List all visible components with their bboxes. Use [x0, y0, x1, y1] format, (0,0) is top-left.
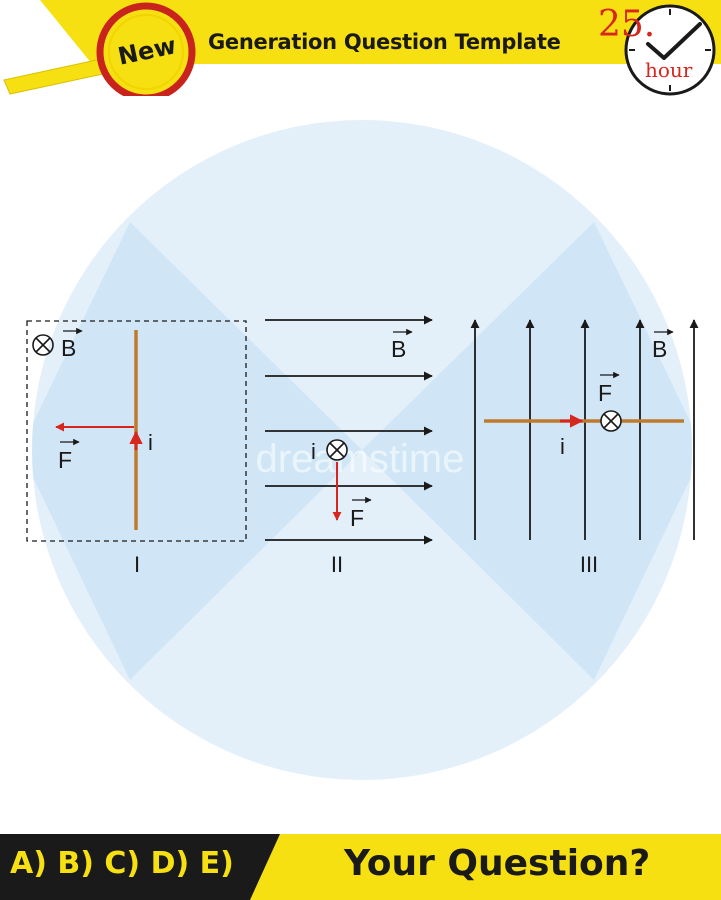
panel-label: III [580, 552, 598, 577]
watermark-text: dreamstime [256, 437, 465, 481]
clock-number: 25. [598, 4, 656, 45]
panel-2: B i F II [265, 315, 433, 577]
answer-options: A) B) C) D) E) [10, 846, 234, 881]
panel-3: B F i III [470, 319, 699, 577]
force-label: F [58, 447, 72, 473]
footer-dark-band [0, 834, 280, 900]
into-page-current-icon [326, 439, 348, 461]
page-title: Generation Question Template [208, 30, 561, 54]
physics-diagram: dreamstime B i F I B [26, 120, 699, 780]
panel-label: II [331, 552, 343, 577]
current-label: i [311, 439, 316, 464]
field-lines [470, 319, 699, 540]
current-label: i [560, 434, 565, 459]
question-prompt: Your Question? [344, 843, 651, 884]
clock-unit: hour [645, 58, 693, 82]
header-yellow-banner [40, 0, 721, 64]
field-label: B [61, 335, 76, 361]
clock-icon [624, 4, 716, 96]
panel-label: I [134, 552, 140, 577]
header-bar [3, 0, 721, 96]
footer-bar [0, 834, 721, 900]
background-circle [32, 120, 692, 780]
force-label: F [350, 505, 364, 531]
field-lines [265, 315, 433, 545]
field-label: B [652, 336, 667, 362]
magnifier-icon [3, 2, 196, 96]
current-label: i [148, 430, 153, 455]
into-page-force-icon [600, 410, 622, 432]
into-page-field-icon [32, 334, 54, 356]
field-region-box [26, 320, 247, 542]
field-label: B [391, 336, 406, 362]
force-label: F [598, 380, 612, 406]
panel-1: B i F I [26, 320, 247, 577]
checkmark-icon [646, 22, 702, 60]
